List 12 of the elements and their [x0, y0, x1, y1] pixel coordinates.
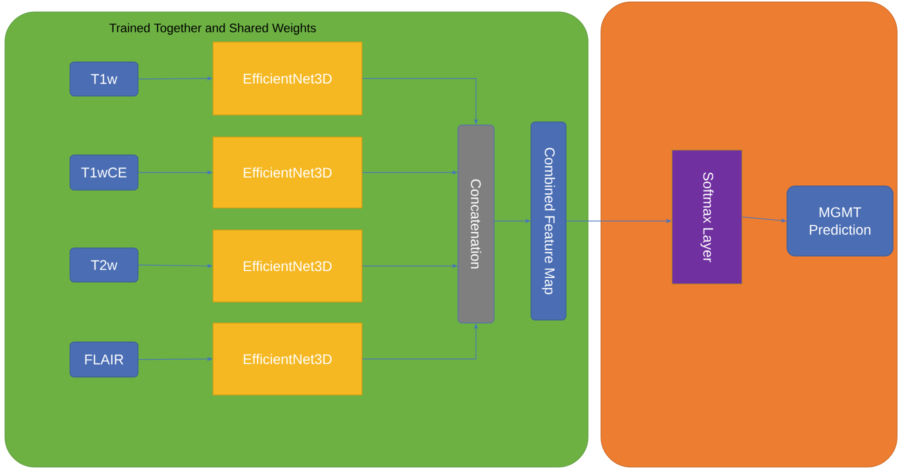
network-box: EfficientNet3D — [212, 322, 362, 396]
network-box: EfficientNet3D — [212, 230, 362, 302]
feature-map-box: Combined Feature Map — [530, 122, 566, 320]
softmax-box: Softmax Layer — [672, 150, 742, 284]
network-box: EfficientNet3D — [212, 42, 362, 116]
input-box: FLAIR — [70, 342, 138, 378]
network-box: EfficientNet3D — [212, 136, 362, 208]
output-box: MGMT Prediction — [786, 186, 894, 256]
input-box: T2w — [70, 248, 138, 282]
concatenation-box: Concatenation — [458, 124, 494, 324]
input-box: T1w — [70, 62, 138, 96]
input-box: T1wCE — [70, 154, 138, 190]
